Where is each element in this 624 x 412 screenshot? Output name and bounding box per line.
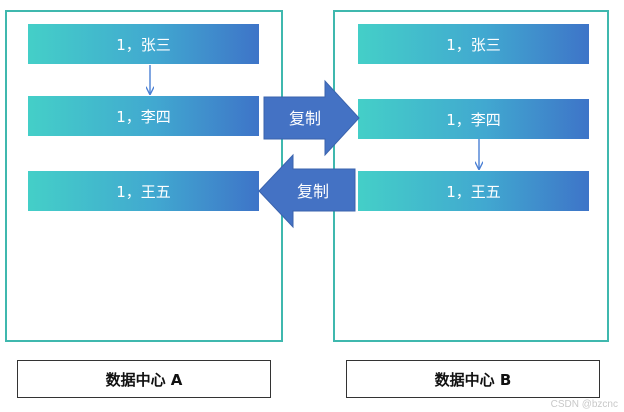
data-center-b-label: 数据中心 B — [346, 360, 600, 398]
record-b-lisi: 1，李四 — [358, 99, 589, 139]
copy-arrow-a-to-b — [263, 79, 360, 157]
record-a-wangwu: 1，王五 — [28, 171, 259, 211]
copy-arrow-b-to-a — [258, 153, 356, 229]
record-a-zhangsan: 1，张三 — [28, 24, 259, 64]
record-b-zhangsan: 1，张三 — [358, 24, 589, 64]
data-center-a-label: 数据中心 A — [17, 360, 271, 398]
record-b-wangwu: 1，王五 — [358, 171, 589, 211]
copy-label-a-to-b: 复制 — [289, 109, 321, 128]
watermark: CSDN @bzcnc — [550, 399, 618, 410]
record-a-lisi: 1，李四 — [28, 96, 259, 136]
copy-label-b-to-a: 复制 — [297, 182, 329, 201]
